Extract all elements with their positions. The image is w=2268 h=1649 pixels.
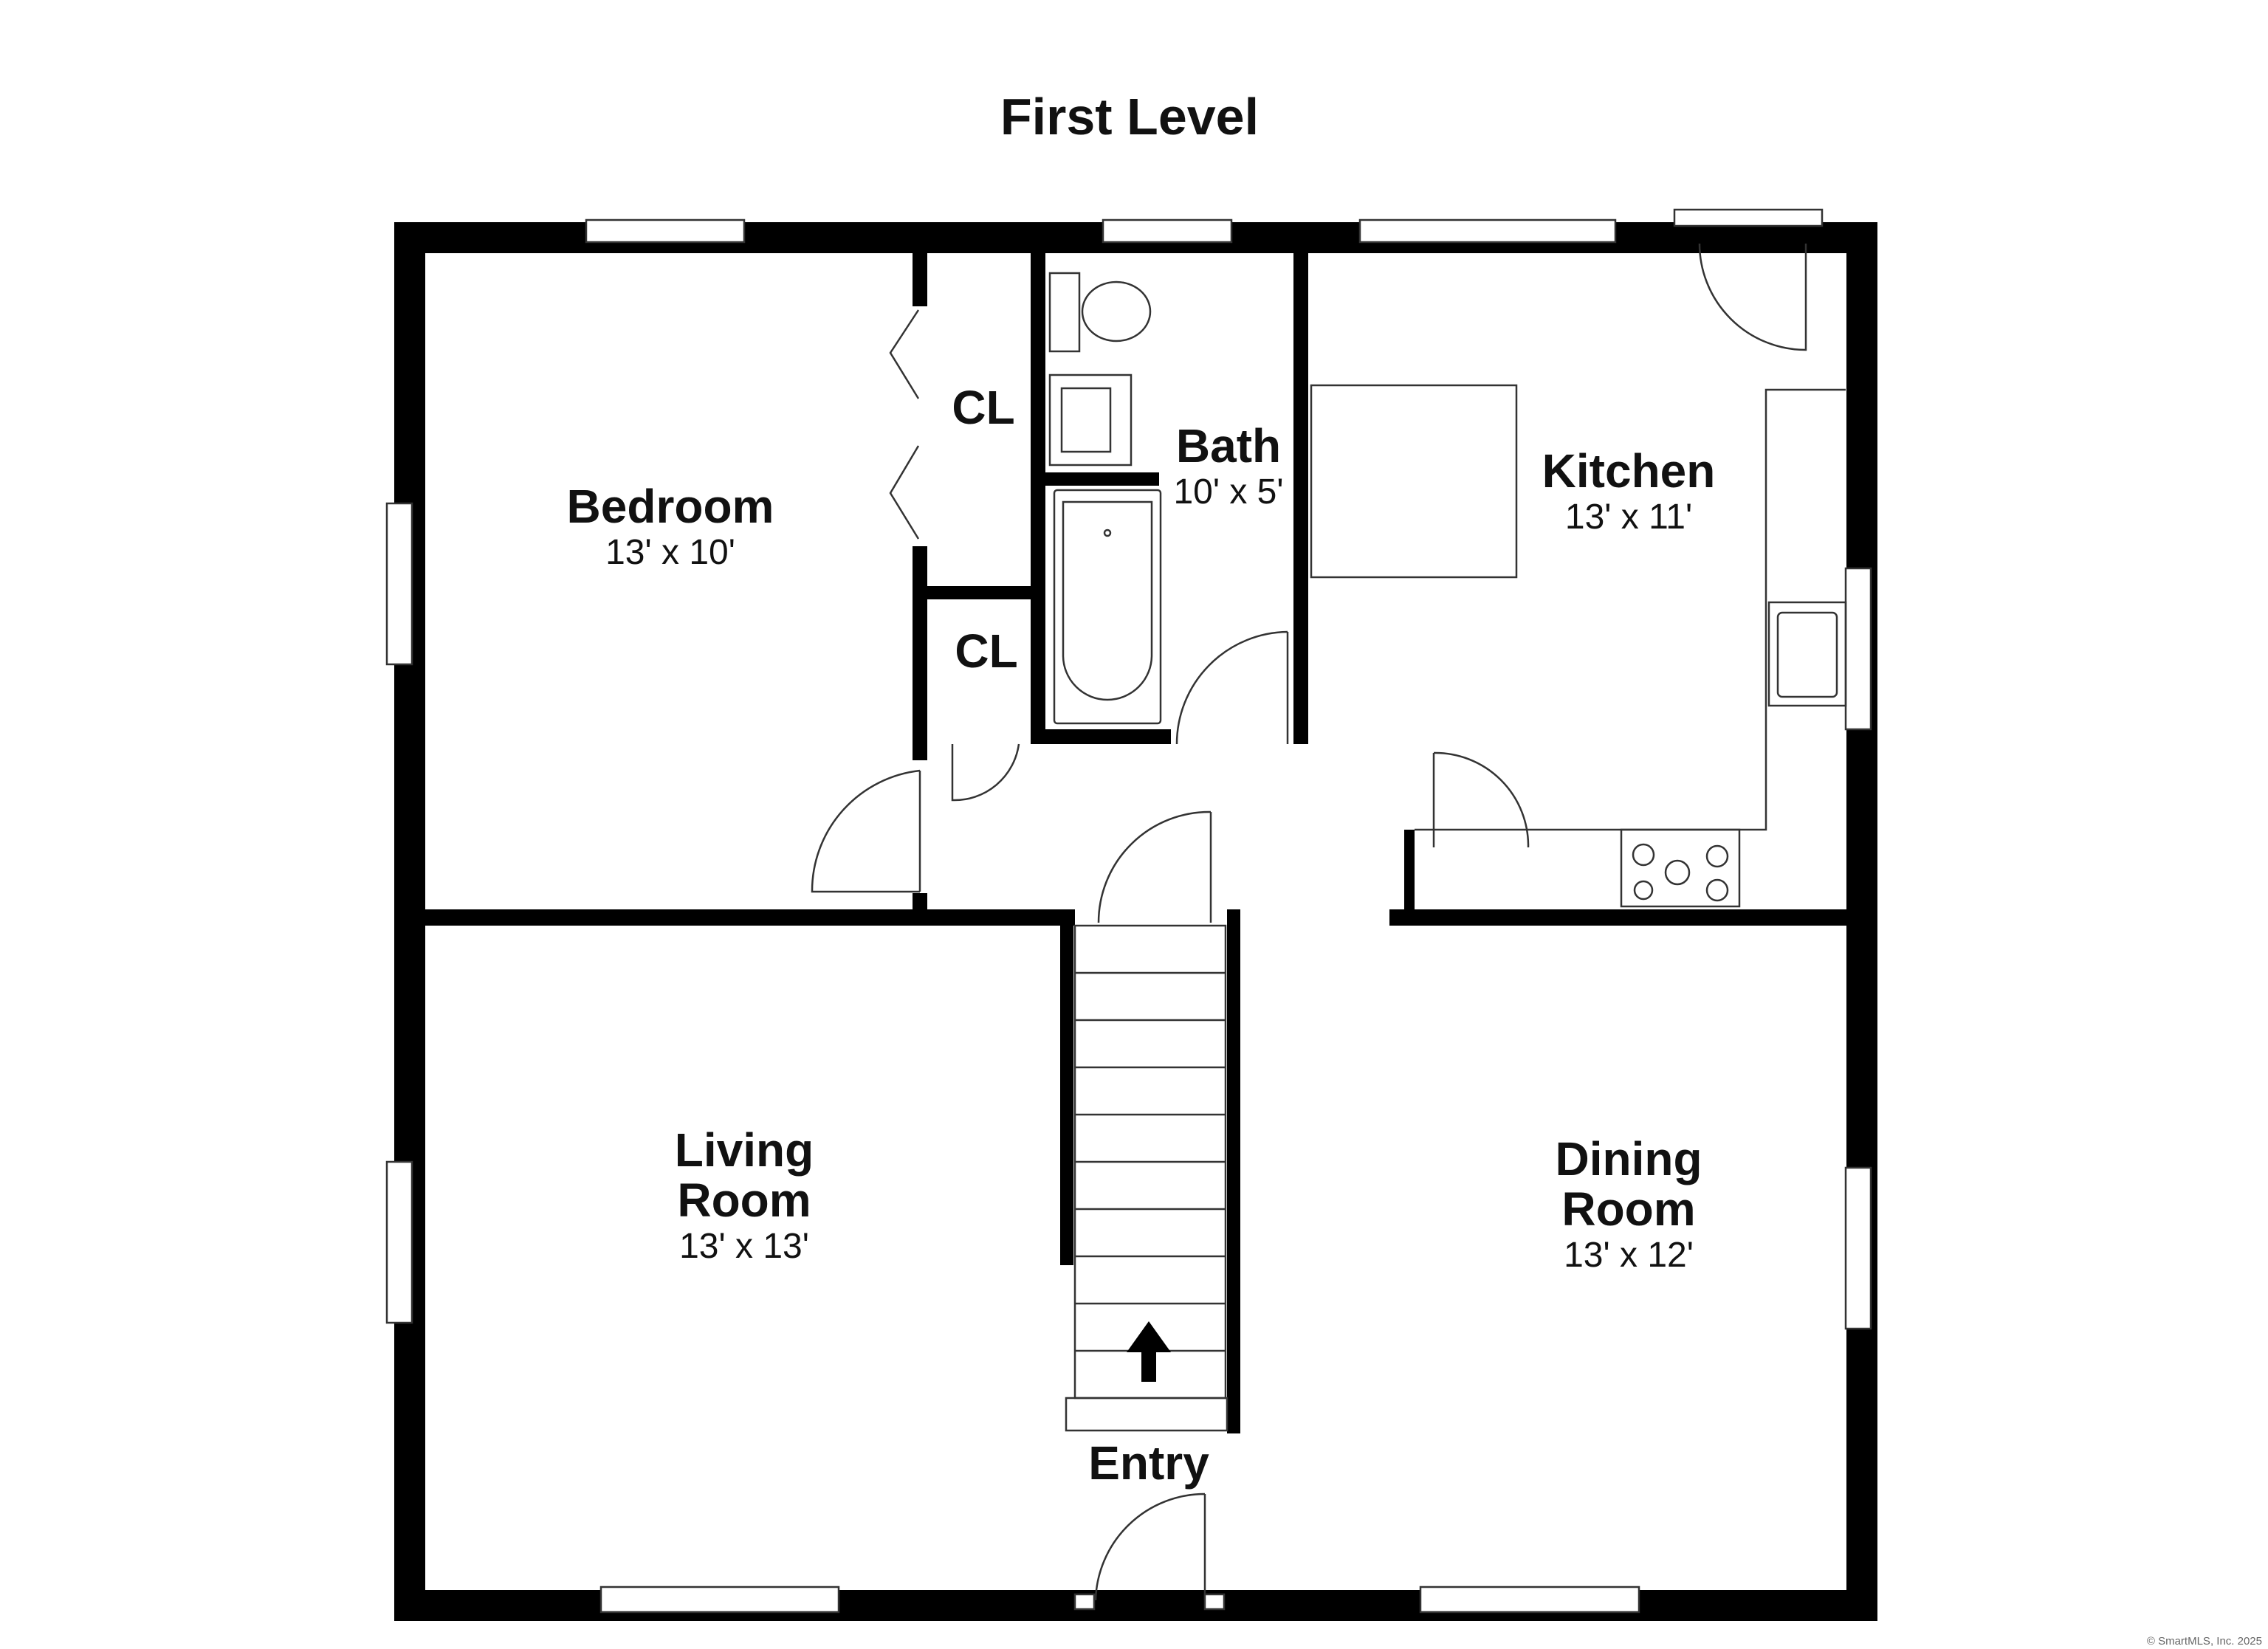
interior-walls bbox=[425, 253, 1846, 1433]
doors bbox=[811, 243, 1807, 1611]
dining-room-name-line2: Room bbox=[1561, 1182, 1695, 1236]
bathtub bbox=[1053, 489, 1162, 725]
stove bbox=[1620, 828, 1741, 908]
sink-basin bbox=[1060, 387, 1112, 453]
dining-room-name-line1: Dining bbox=[1555, 1132, 1702, 1185]
staircase bbox=[1065, 924, 1228, 1432]
counter-right bbox=[1415, 388, 1846, 831]
entry-name: Entry bbox=[1088, 1436, 1209, 1490]
room-labels: Bedroom 13' x 10' CL CL Bath 10' x 5' Ki… bbox=[567, 381, 1716, 1490]
bedroom-name: Bedroom bbox=[567, 480, 774, 533]
kitchen-fixtures bbox=[1310, 384, 1847, 908]
bedroom-size: 13' x 10' bbox=[605, 533, 735, 572]
toilet-tank bbox=[1048, 272, 1081, 353]
kitchen-sink bbox=[1767, 601, 1847, 707]
plan-title: First Level bbox=[1000, 88, 1259, 145]
kitchen-size: 13' x 11' bbox=[1565, 498, 1692, 537]
bath-size: 10' x 5' bbox=[1173, 472, 1283, 512]
bath-name: Bath bbox=[1176, 419, 1281, 472]
closet-upper-name: CL bbox=[952, 381, 1014, 434]
dining-room-size: 13' x 12' bbox=[1564, 1236, 1694, 1275]
closet-bifold-doors bbox=[889, 309, 920, 540]
bath-fixtures bbox=[1048, 272, 1162, 725]
copyright-notice: © SmartMLS, Inc. 2025 bbox=[2147, 1635, 2262, 1648]
kitchen-name: Kitchen bbox=[1542, 444, 1716, 498]
living-room-size: 13' x 13' bbox=[679, 1227, 809, 1266]
living-room-name-line2: Room bbox=[677, 1174, 811, 1227]
living-room-name-line1: Living bbox=[675, 1123, 814, 1177]
toilet-bowl bbox=[1081, 280, 1152, 342]
windows bbox=[385, 208, 1872, 1614]
stair-up-arrow-icon bbox=[1127, 1321, 1171, 1382]
sink-cabinet bbox=[1048, 373, 1133, 467]
closet-lower-name: CL bbox=[955, 624, 1017, 678]
kitchen-island bbox=[1310, 384, 1518, 579]
